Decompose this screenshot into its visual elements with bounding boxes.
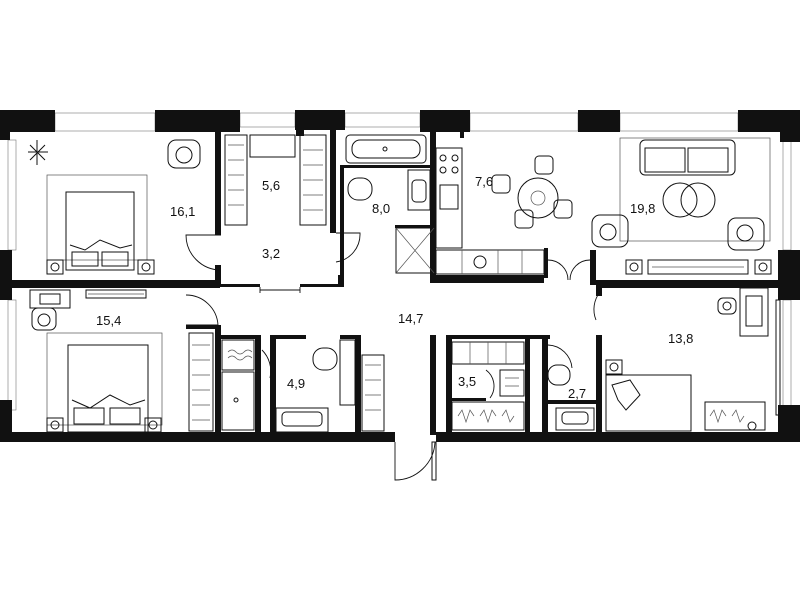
- bathroom-top-furniture: [345, 134, 435, 274]
- bedroom-right-furniture: [605, 287, 781, 432]
- kitchen-furniture: [435, 147, 573, 275]
- outer-walls: [0, 110, 800, 442]
- area-labels: 16,1 5,6 3,2 8,0 7,6 19,8 15,4 14,7 4,9 …: [96, 174, 693, 401]
- area-hall-small: 3,2: [262, 246, 280, 261]
- wardrobe-top-furniture: [224, 134, 327, 226]
- area-kitchen: 7,6: [475, 174, 493, 189]
- area-wc: 2,7: [568, 386, 586, 401]
- area-corridor: 14,7: [398, 311, 423, 326]
- area-bathroom-top: 8,0: [372, 201, 390, 216]
- area-bedroom-right: 13,8: [668, 331, 693, 346]
- bedroom-left-furniture: [29, 289, 214, 433]
- area-wardrobe-bottom: 3,5: [458, 374, 476, 389]
- living-room-furniture: [591, 137, 772, 275]
- bedroom-top-left-furniture: [28, 139, 201, 275]
- area-bathroom-left: 4,9: [287, 376, 305, 391]
- area-wardrobe-top: 5,6: [262, 178, 280, 193]
- doors: [185, 232, 601, 481]
- bathroom-left-furniture: [221, 339, 385, 433]
- interior-walls: [10, 128, 780, 435]
- area-living-room: 19,8: [630, 201, 655, 216]
- wardrobe-bottom-furniture: [451, 341, 595, 431]
- area-bedroom-top-left: 16,1: [170, 204, 195, 219]
- area-bedroom-left: 15,4: [96, 313, 121, 328]
